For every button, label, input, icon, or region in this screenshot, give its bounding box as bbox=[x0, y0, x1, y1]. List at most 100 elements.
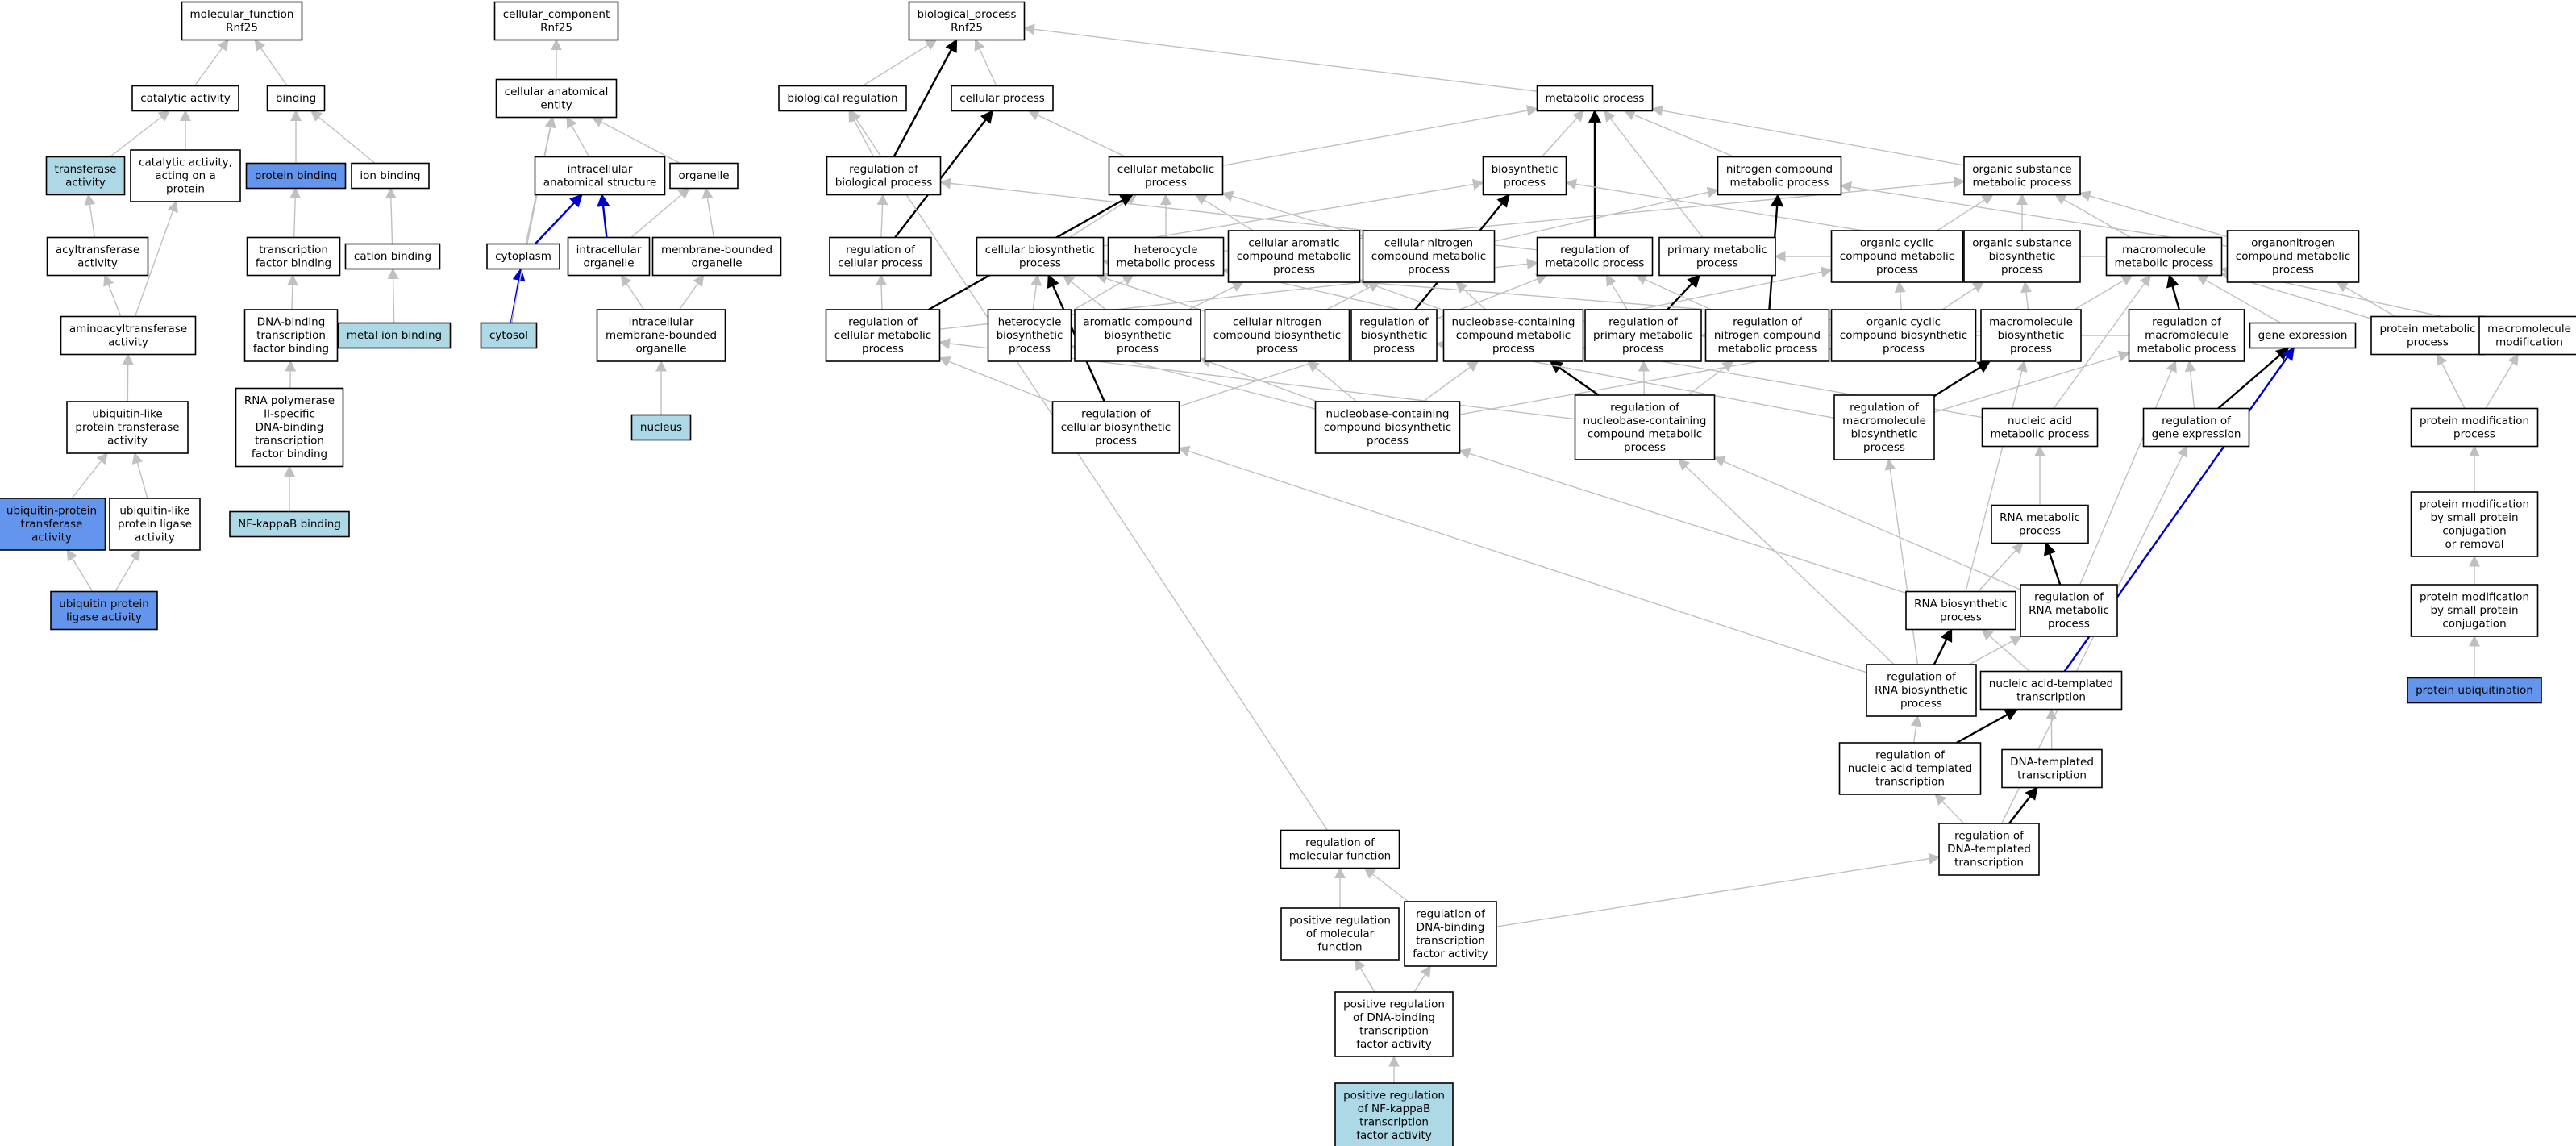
go-term-organelle[interactable]: organelle bbox=[669, 162, 739, 190]
go-term-cytoplasm[interactable]: cytoplasm bbox=[486, 243, 560, 270]
go-term-nucleus[interactable]: nucleus bbox=[630, 414, 692, 441]
go-term-met-proc[interactable]: metabolic process bbox=[1536, 85, 1654, 112]
go-term-protein-binding[interactable]: protein binding bbox=[245, 162, 347, 190]
term-label-line: anatomical structure bbox=[543, 177, 657, 190]
term-label-line: regulation of bbox=[2162, 415, 2232, 427]
go-term-cation-binding[interactable]: cation binding bbox=[344, 243, 441, 270]
term-label-line: regulation of bbox=[1416, 908, 1486, 921]
go-term-nfkb-binding[interactable]: NF-kappaB binding bbox=[229, 510, 350, 538]
go-term-reg-macro-biosyn[interactable]: regulation ofmacromoleculebiosyntheticpr… bbox=[1833, 394, 1935, 460]
go-term-rnapol-tf[interactable]: RNA polymeraseII-specificDNA-bindingtran… bbox=[235, 387, 344, 468]
go-term-reg-nucbase-met[interactable]: regulation ofnucleobase-containingcompou… bbox=[1574, 394, 1716, 460]
term-label-line: transferase bbox=[55, 163, 117, 176]
go-term-ion-binding[interactable]: ion binding bbox=[351, 162, 430, 190]
go-term-cytosol[interactable]: cytosol bbox=[480, 322, 538, 349]
term-box bbox=[109, 498, 201, 551]
term-label-line: cellular biosynthetic bbox=[1061, 421, 1171, 434]
go-term-metal-ion[interactable]: metal ion binding bbox=[337, 322, 452, 349]
term-box bbox=[1350, 309, 1438, 362]
go-term-prot-ubiq[interactable]: protein ubiquitination bbox=[2407, 677, 2542, 704]
term-label-line: RNA biosynthetic bbox=[1914, 598, 2008, 611]
go-term-bio-reg[interactable]: biological regulation bbox=[778, 85, 907, 112]
go-term-reg-dna-tf[interactable]: regulation ofDNA-bindingtranscriptionfac… bbox=[1404, 901, 1497, 967]
term-label-line: ubiquitin-like bbox=[119, 505, 189, 518]
term-label-line: process bbox=[1624, 441, 1666, 454]
term-box bbox=[778, 85, 907, 112]
go-term-cell-proc[interactable]: cellular process bbox=[951, 85, 1054, 112]
term-label-line: nucleus bbox=[640, 421, 682, 434]
go-term-gene-exp[interactable]: gene expression bbox=[2249, 322, 2357, 349]
go-term-binding[interactable]: binding bbox=[266, 85, 326, 112]
term-box bbox=[2410, 407, 2539, 448]
go-term-catalytic[interactable]: catalytic activity bbox=[131, 85, 239, 112]
